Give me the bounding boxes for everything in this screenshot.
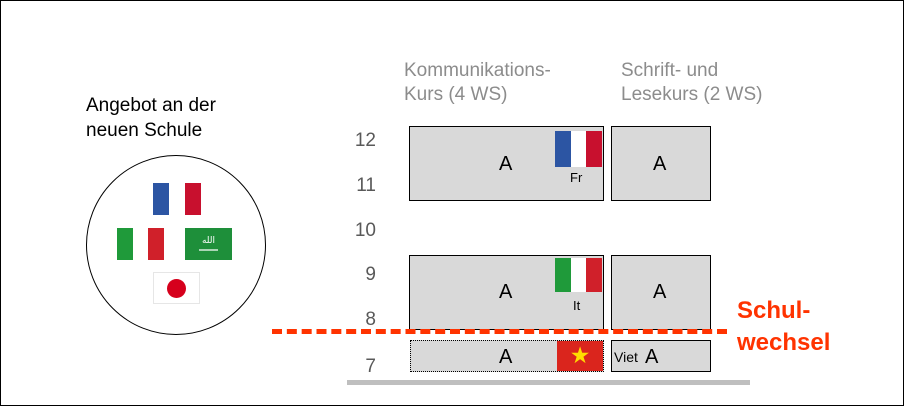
japanese-flag-icon (153, 272, 200, 304)
writing-course-header: Schrift- und Lesekurs (2 WS) (621, 60, 763, 105)
grade-8: 8 (365, 309, 376, 330)
lower-writing-label: A (645, 346, 659, 368)
grade-10: 10 (354, 220, 376, 241)
baseline (347, 380, 750, 385)
upper-communication-label: A (499, 153, 513, 175)
upper-writing-label: A (653, 153, 667, 175)
communication-course-header: Kommunikations- Kurs (4 WS) (404, 60, 551, 105)
french-flag-icon (153, 183, 201, 215)
vietnamese-flag-icon: ★ (557, 341, 603, 371)
school-change-line (272, 329, 727, 334)
offer-title: Angebot an der neuen Schule (86, 95, 216, 141)
lower-communication-label: A (499, 346, 513, 368)
french-flag-caption: Fr (570, 170, 583, 185)
saudi-flag-icon: ﺍﻟﻠﻪ (185, 228, 232, 260)
grade-12: 12 (354, 130, 376, 151)
saudi-script: ﺍﻟﻠﻪ (202, 236, 215, 246)
grade-9: 9 (365, 264, 376, 285)
language-offer-circle (86, 155, 266, 335)
french-flag-icon (555, 131, 602, 167)
middle-communication-label: A (499, 281, 513, 303)
italian-flag-caption: It (573, 298, 581, 313)
lower-writing-box (611, 340, 711, 372)
lower-writing-prefix: Viet (614, 349, 638, 365)
upper-writing-box (611, 126, 711, 201)
middle-writing-label: A (653, 281, 667, 303)
school-change-label: Schul- wechsel (737, 297, 831, 356)
grade-11: 11 (356, 175, 376, 196)
grade-7: 7 (365, 356, 376, 377)
middle-writing-box (611, 255, 711, 330)
italian-flag-icon (117, 228, 164, 260)
italian-flag-icon (555, 258, 602, 292)
vietnam-star-icon: ★ (569, 343, 591, 369)
